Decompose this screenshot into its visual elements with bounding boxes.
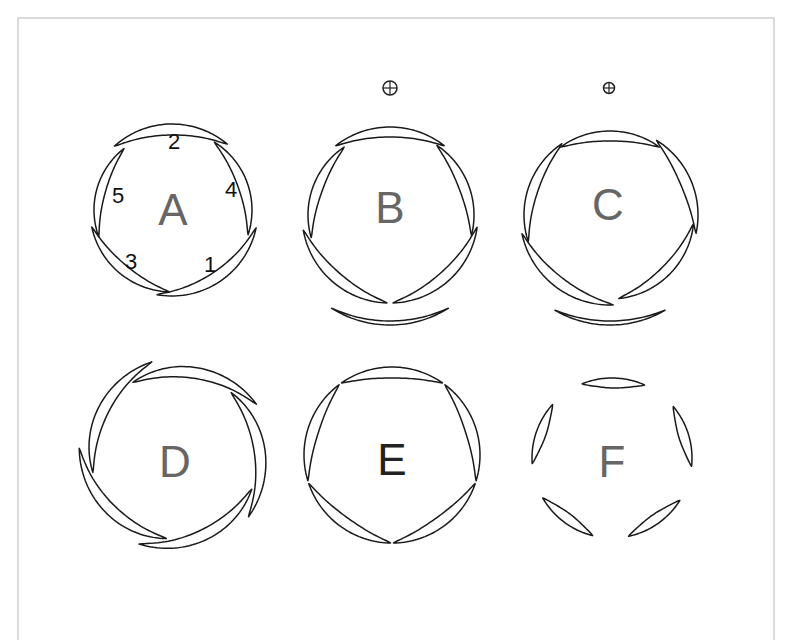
petal-outline <box>332 308 449 325</box>
petal-outline <box>629 500 680 536</box>
petal-outline <box>437 145 474 235</box>
petal-outline <box>94 149 124 237</box>
petal-outline <box>139 489 252 548</box>
petal-outline <box>524 144 562 242</box>
petal-outline <box>393 227 477 303</box>
petal-outline <box>522 234 613 305</box>
petal-outline <box>445 385 480 481</box>
petal-outline <box>342 367 443 383</box>
panel-letter: B <box>375 186 404 230</box>
panel-letter: A <box>158 188 187 232</box>
petal-outline <box>336 127 444 146</box>
petal-number: 4 <box>225 179 237 201</box>
petal-outline <box>394 484 476 543</box>
petal-number: 3 <box>125 251 137 273</box>
petal-outline <box>214 142 252 235</box>
panel-letter: E <box>377 438 406 482</box>
petal-outline <box>657 140 698 233</box>
petal-outline <box>619 224 694 299</box>
petal-number: 5 <box>112 185 124 207</box>
petal-outline <box>92 227 169 292</box>
panel-letter: C <box>592 183 624 227</box>
petal-outline <box>582 378 645 388</box>
axis-symbol <box>604 83 615 94</box>
frame <box>18 18 774 640</box>
petal-outline <box>673 407 692 467</box>
petal-outline <box>89 362 152 473</box>
petal-outline <box>309 484 391 543</box>
petal-outline <box>308 147 344 238</box>
petal-outline <box>304 385 339 481</box>
petal-outline <box>561 131 660 147</box>
panel-letter: D <box>159 440 191 484</box>
petal-outline <box>555 310 665 325</box>
petal-number: 2 <box>168 131 180 153</box>
panel-letter: F <box>599 440 626 484</box>
petal-outline <box>532 404 553 463</box>
petal-outline <box>157 228 256 296</box>
petal-outline <box>543 498 593 536</box>
petal-number: 1 <box>204 254 216 276</box>
petal-outline <box>303 230 387 303</box>
petal-group <box>79 124 698 548</box>
axis-symbol <box>383 81 397 95</box>
